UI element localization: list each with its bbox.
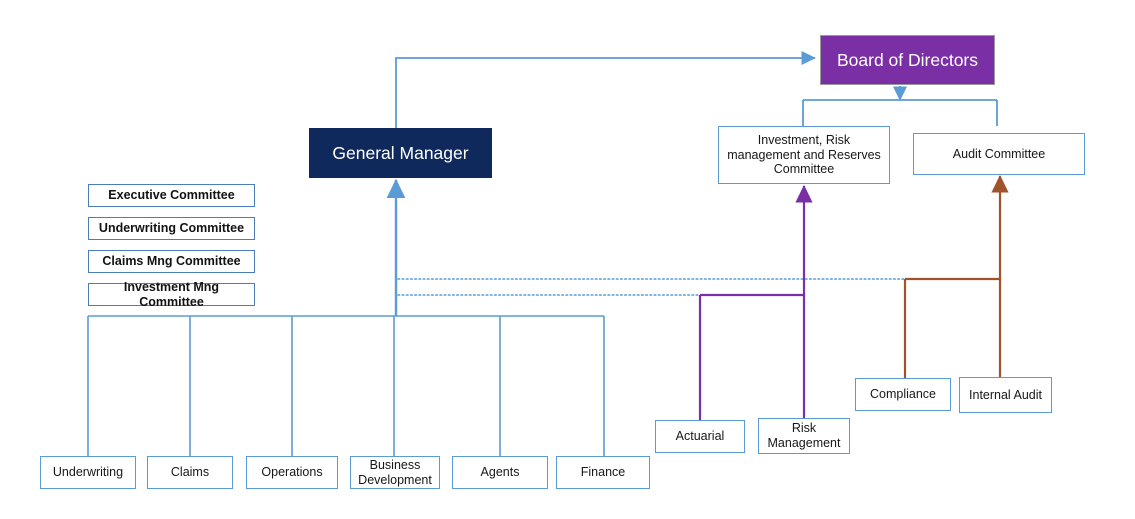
department-claims[interactable]: Claims <box>147 456 233 489</box>
node-label: Actuarial <box>675 429 725 444</box>
department-operations[interactable]: Operations <box>246 456 338 489</box>
node-label: Risk Management <box>767 421 841 450</box>
node-general-manager[interactable]: General Manager <box>309 128 492 178</box>
committee-label: Executive Committee <box>108 188 235 203</box>
department-label: Business Development <box>358 457 432 487</box>
department-label: Finance <box>580 465 626 480</box>
department-underwriting[interactable]: Underwriting <box>40 456 136 489</box>
committee-item-1[interactable]: Underwriting Committee <box>88 217 255 240</box>
node-internal-audit[interactable]: Internal Audit <box>959 377 1052 413</box>
department-label: Claims <box>170 465 210 480</box>
node-audit-committee[interactable]: Audit Committee <box>913 133 1085 175</box>
node-label: Internal Audit <box>969 387 1042 402</box>
department-label: Underwriting <box>52 465 124 480</box>
committee-label: Investment Mng Committee <box>123 279 220 309</box>
department-finance[interactable]: Finance <box>556 456 650 489</box>
committee-label: Claims Mng Committee <box>102 254 241 269</box>
node-board-of-directors[interactable]: Board of Directors <box>820 35 995 85</box>
committee-item-3[interactable]: Investment Mng Committee <box>88 280 255 309</box>
committee-item-0[interactable]: Executive Committee <box>88 184 255 207</box>
committee-label: Underwriting Committee <box>98 221 245 236</box>
department-label: Agents <box>480 465 520 480</box>
node-actuarial[interactable]: Actuarial <box>655 420 745 453</box>
node-risk-management[interactable]: Risk Management <box>758 418 850 454</box>
node-label: Board of Directors <box>836 49 979 70</box>
department-agents[interactable]: Agents <box>452 456 548 489</box>
node-investment-risk-committee[interactable]: Investment, Risk management and Reserves… <box>718 126 890 184</box>
node-label: General Manager <box>332 142 469 163</box>
node-compliance[interactable]: Compliance <box>855 378 951 411</box>
department-business-development[interactable]: Business Development <box>350 456 440 489</box>
department-label: Operations <box>261 465 323 480</box>
node-label: Audit Committee <box>952 146 1046 161</box>
committee-item-2[interactable]: Claims Mng Committee <box>88 250 255 273</box>
node-label: Compliance <box>869 387 936 402</box>
node-label: Investment, Risk management and Reserves… <box>727 132 881 177</box>
